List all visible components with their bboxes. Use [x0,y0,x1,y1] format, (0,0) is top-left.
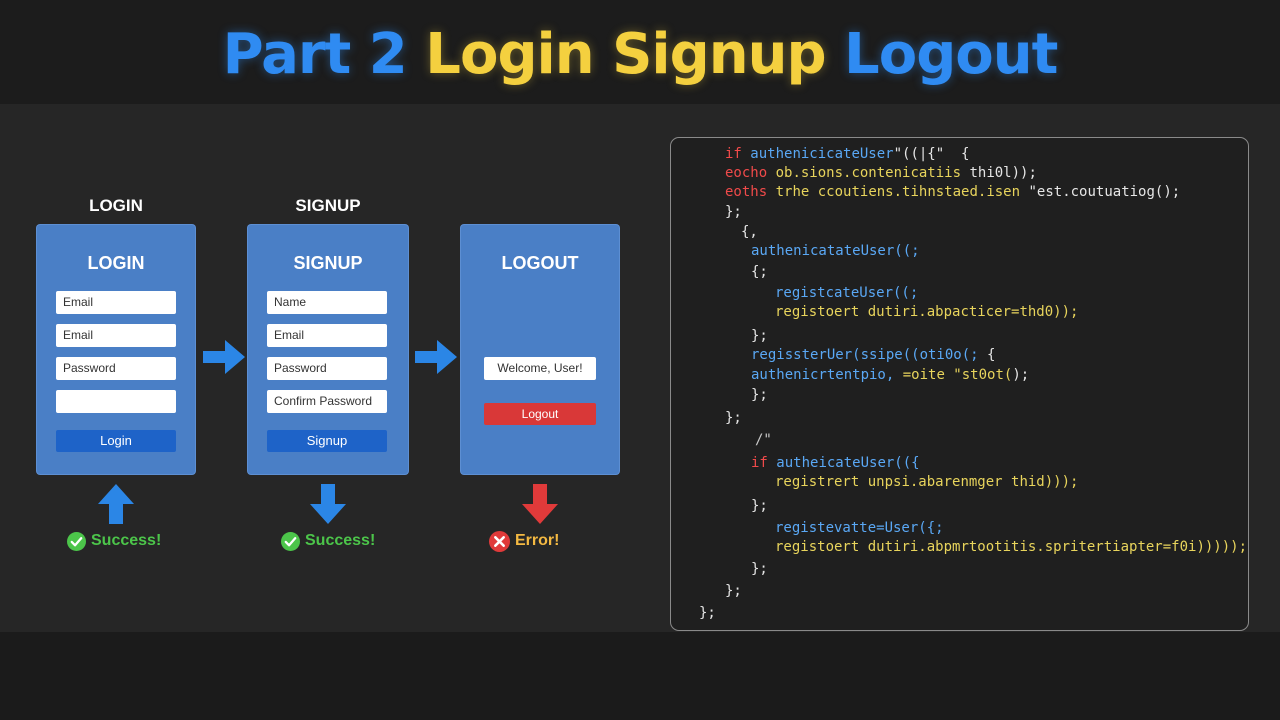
code-token: if [751,455,768,471]
code-line: registoert dutiri.abpacticer=thd0)); [775,302,1078,322]
signup-confirm-password-field[interactable]: Confirm Password [267,390,387,413]
login-button[interactable]: Login [56,430,176,452]
code-token: =oite "st0ot( [902,367,1013,383]
logout-button[interactable]: Logout [484,403,596,425]
code-line: }; [751,561,768,577]
code-token: { [987,347,996,363]
code-line: }; [725,583,742,599]
code-line: authenicrtentpio, =oite "st0ot(); [751,365,1029,385]
code-token: if [725,146,742,162]
logout-status: Error! [489,530,560,552]
logout-status-text: Error! [515,532,560,549]
code-line: {, [741,224,758,240]
login-panel: LOGIN Email Email Password Login [37,225,195,474]
login-password-field[interactable]: Password [56,357,176,380]
code-token: trhe [775,184,810,200]
signup-password-field[interactable]: Password [267,357,387,380]
code-line: eoths trhe ccoutiens.tihnstaed.isen "est… [725,182,1180,202]
code-token: ob.sions.contenicatiis [775,165,962,181]
code-line: if autheicateUser(({ [751,453,920,473]
code-token: registrert [775,474,860,490]
login-heading: LOGIN [89,196,143,215]
arrow-down-icon [310,484,346,524]
code-token: autheicateUser(({ [776,455,920,471]
check-circle-icon [67,531,86,551]
code-token: registoert [775,539,860,555]
bottom-band [0,632,1280,720]
signup-panel-title: SIGNUP [293,253,363,273]
signup-name-field[interactable]: Name [267,291,387,314]
error-circle-icon [489,530,510,552]
code-token: authenicicateUser [750,146,894,162]
check-circle-icon [281,531,300,551]
code-line: }; [751,498,768,514]
login-status: Success! [67,531,161,551]
code-line: {; [751,264,768,280]
code-token: dutiri.abpacticer=thd0)); [867,304,1079,320]
logout-panel-title: LOGOUT [501,253,579,273]
code-line: }; [751,328,768,344]
login-panel-title: LOGIN [87,253,145,273]
login-email-field-2[interactable]: Email [56,324,176,347]
code-line: }; [725,410,742,426]
login-extra-field[interactable] [56,390,176,413]
code-token: ccoutiens.tihnstaed.isen [817,184,1021,200]
signup-status-text: Success! [305,532,376,549]
signup-status: Success! [281,531,375,551]
code-line: eocho ob.sions.contenicatiis thi0l)); [725,163,1037,183]
title-word-signup: Signup [612,22,826,87]
code-token: eoths [725,184,768,200]
code-line: if authenicicateUser"((|{" { [725,144,969,164]
signup-button[interactable]: Signup [267,430,387,452]
title-band: Part 2 Login Signup Logout [0,0,1280,104]
welcome-message: Welcome, User! [484,357,596,380]
signup-panel: SIGNUP Name Email Password Confirm Passw… [248,225,408,474]
code-line: registevatte=User({; [775,520,944,536]
code-token: ); [1012,367,1030,383]
page-title: Part 2 Login Signup Logout [0,22,1280,87]
code-block: if authenicicateUser"((|{" { eocho ob.si… [671,138,1247,638]
code-panel: if authenicicateUser"((|{" { eocho ob.si… [670,137,1249,631]
code-token: eocho [725,165,768,181]
code-token: dutiri.abpmrtootitis.spritertiapter=f0i)… [867,539,1248,555]
code-line: /" [755,432,772,448]
code-line: }; [751,387,768,403]
code-token: unpsi.abarenmger thid))); [867,474,1079,490]
code-line: registcateUser((; [775,285,919,301]
arrow-down-red-icon [522,484,558,524]
code-line: }; [699,605,716,621]
login-email-field[interactable]: Email [56,291,176,314]
title-word-logout: Logout [844,22,1058,87]
title-word-part2: Part 2 [222,22,408,87]
code-line: registoert dutiri.abpmrtootitis.spritert… [775,537,1247,557]
signup-email-field[interactable]: Email [267,324,387,347]
code-token: thi0l)); [969,165,1037,181]
arrow-right-icon [203,340,245,374]
code-line: authenicatateUser((; [751,243,920,259]
title-word-login: Login [425,22,594,87]
arrow-up-icon [98,484,134,524]
code-line: }; [725,204,742,220]
code-token: authenicrtentpio, [751,367,895,383]
code-token: regissterUer(ssipe((oti0o(; [751,347,979,363]
code-line: registrert unpsi.abarenmger thid))); [775,472,1078,492]
arrow-right-icon [415,340,457,374]
code-token: "est.coutuatiog(); [1028,184,1181,200]
code-token: registoert [775,304,860,320]
code-token: "((|{" { [893,146,970,162]
code-line: regissterUer(ssipe((oti0o(; { [751,345,995,365]
login-status-text: Success! [91,532,162,549]
logout-panel: LOGOUT Welcome, User! Logout [461,225,619,474]
signup-heading: SIGNUP [295,196,361,215]
